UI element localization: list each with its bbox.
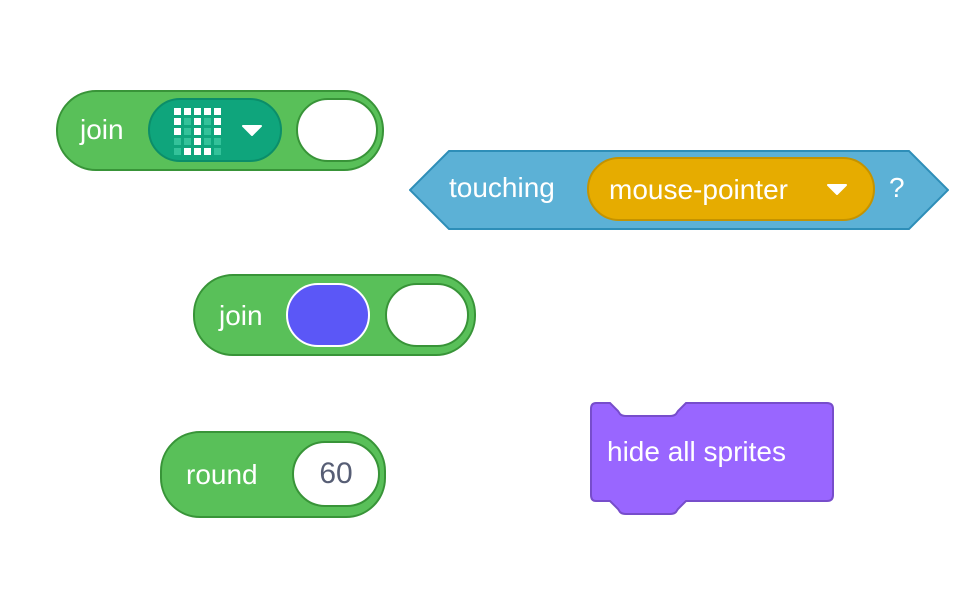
hide-all-sprites-label: hide all sprites	[607, 436, 786, 467]
join-block-matrix[interactable]: join	[56, 90, 384, 171]
join-text-input[interactable]	[385, 283, 469, 347]
touching-object-value: mouse-pointer	[609, 174, 788, 205]
led-matrix-icon	[174, 108, 221, 155]
color-input[interactable]	[286, 283, 370, 347]
round-number-input[interactable]: 60	[292, 441, 380, 507]
dropdown-arrow-icon	[242, 125, 262, 136]
hide-all-sprites-block[interactable]: hide all sprites	[590, 402, 835, 520]
touching-object-dropdown[interactable]: mouse-pointer	[587, 157, 875, 221]
join-label: join	[80, 114, 124, 145]
question-mark-label: ?	[889, 172, 905, 203]
round-label: round	[186, 459, 258, 490]
touching-label: touching	[449, 172, 555, 203]
round-number-value: 60	[319, 457, 353, 490]
join-text-input[interactable]	[296, 98, 378, 162]
join-label: join	[219, 300, 263, 331]
stack-block-shape	[590, 402, 834, 515]
dropdown-arrow-icon	[827, 184, 847, 195]
touching-block[interactable]: touching mouse-pointer ?	[409, 150, 949, 230]
join-block-color[interactable]: join	[193, 274, 476, 356]
matrix-dropdown[interactable]	[148, 98, 282, 162]
round-block[interactable]: round 60	[160, 431, 386, 518]
